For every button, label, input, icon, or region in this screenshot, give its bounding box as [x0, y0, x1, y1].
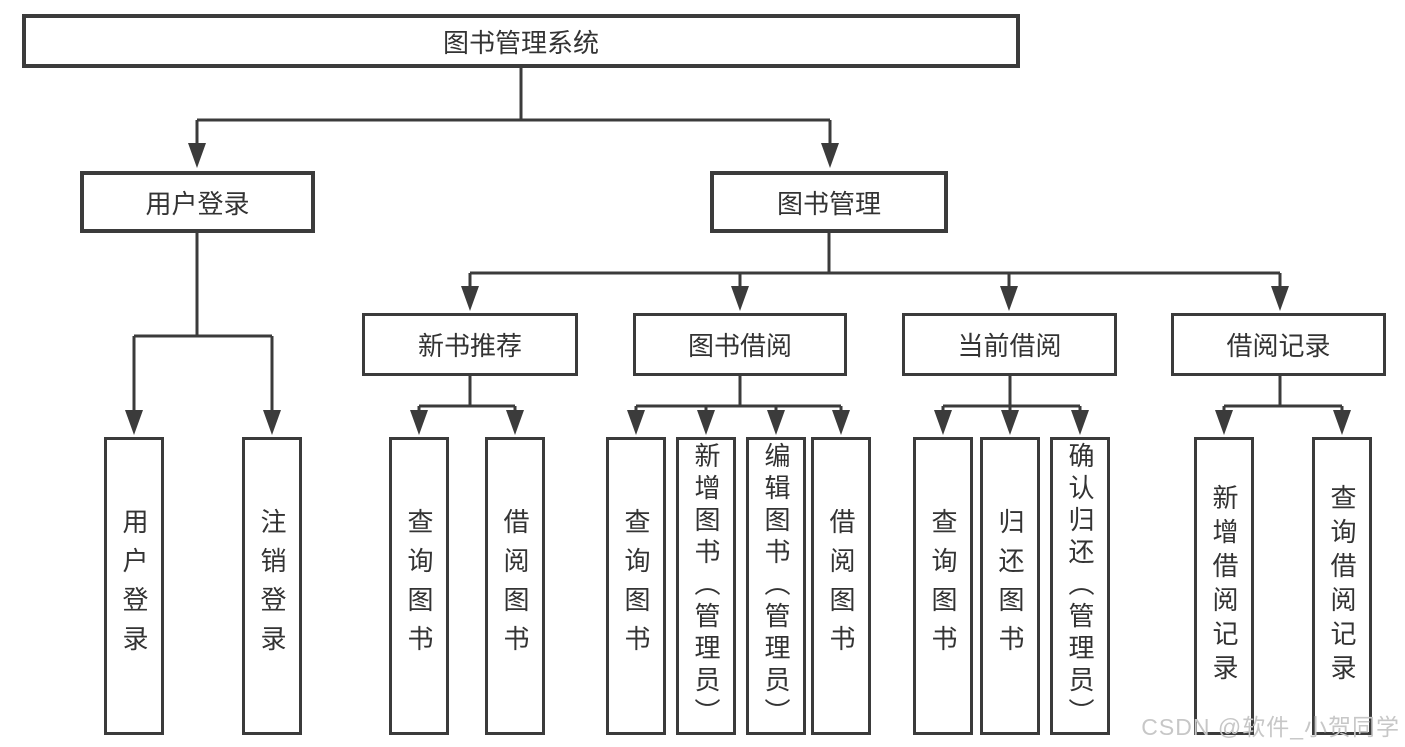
- leaf-add-book-admin: 新增图书（管理员）: [676, 437, 736, 735]
- leaf-search-borrow-record-label: 查询借阅记录: [1327, 484, 1357, 688]
- leaf-edit-book-admin: 编辑图书（管理员）: [746, 437, 806, 735]
- leaf-user-login: 用户登录: [104, 437, 164, 735]
- leaf-search-books-borrow: 查询图书: [606, 437, 666, 735]
- leaf-confirm-return-admin-label: 确认归还（管理员）: [1065, 442, 1095, 730]
- leaf-search-books-recommend: 查询图书: [389, 437, 449, 735]
- leaf-add-borrow-record-label: 新增借阅记录: [1209, 484, 1239, 688]
- leaf-borrow-books: 借阅图书: [811, 437, 871, 735]
- leaf-logout: 注销登录: [242, 437, 302, 735]
- node-new-book-recommend: 新书推荐: [362, 313, 578, 376]
- leaf-return-book-label: 归还图书: [995, 508, 1025, 664]
- leaf-search-books-current: 查询图书: [913, 437, 973, 735]
- leaf-search-books-borrow-label: 查询图书: [621, 508, 651, 664]
- leaf-add-borrow-record: 新增借阅记录: [1194, 437, 1254, 735]
- node-current-borrow: 当前借阅: [902, 313, 1117, 376]
- arrowheads: [125, 143, 1351, 435]
- node-user-login: 用户登录: [80, 171, 315, 233]
- node-borrow-records: 借阅记录: [1171, 313, 1386, 376]
- leaf-add-book-admin-label: 新增图书（管理员）: [691, 442, 721, 730]
- leaf-search-books-current-label: 查询图书: [928, 508, 958, 664]
- node-book-management: 图书管理: [710, 171, 948, 233]
- leaf-borrow-books-recommend: 借阅图书: [485, 437, 545, 735]
- leaf-search-books-recommend-label: 查询图书: [404, 508, 434, 664]
- leaf-search-borrow-record: 查询借阅记录: [1312, 437, 1372, 735]
- node-root: 图书管理系统: [22, 14, 1020, 68]
- csdn-watermark: CSDN @软件_小贺同学: [1141, 714, 1400, 740]
- leaf-return-book: 归还图书: [980, 437, 1040, 735]
- leaf-edit-book-admin-label: 编辑图书（管理员）: [761, 442, 791, 730]
- leaf-confirm-return-admin: 确认归还（管理员）: [1050, 437, 1110, 735]
- node-book-borrow: 图书借阅: [633, 313, 847, 376]
- leaf-borrow-books-label: 借阅图书: [826, 508, 856, 664]
- leaf-logout-label: 注销登录: [257, 508, 287, 664]
- leaf-borrow-books-recommend-label: 借阅图书: [500, 508, 530, 664]
- leaf-user-login-label: 用户登录: [119, 508, 149, 664]
